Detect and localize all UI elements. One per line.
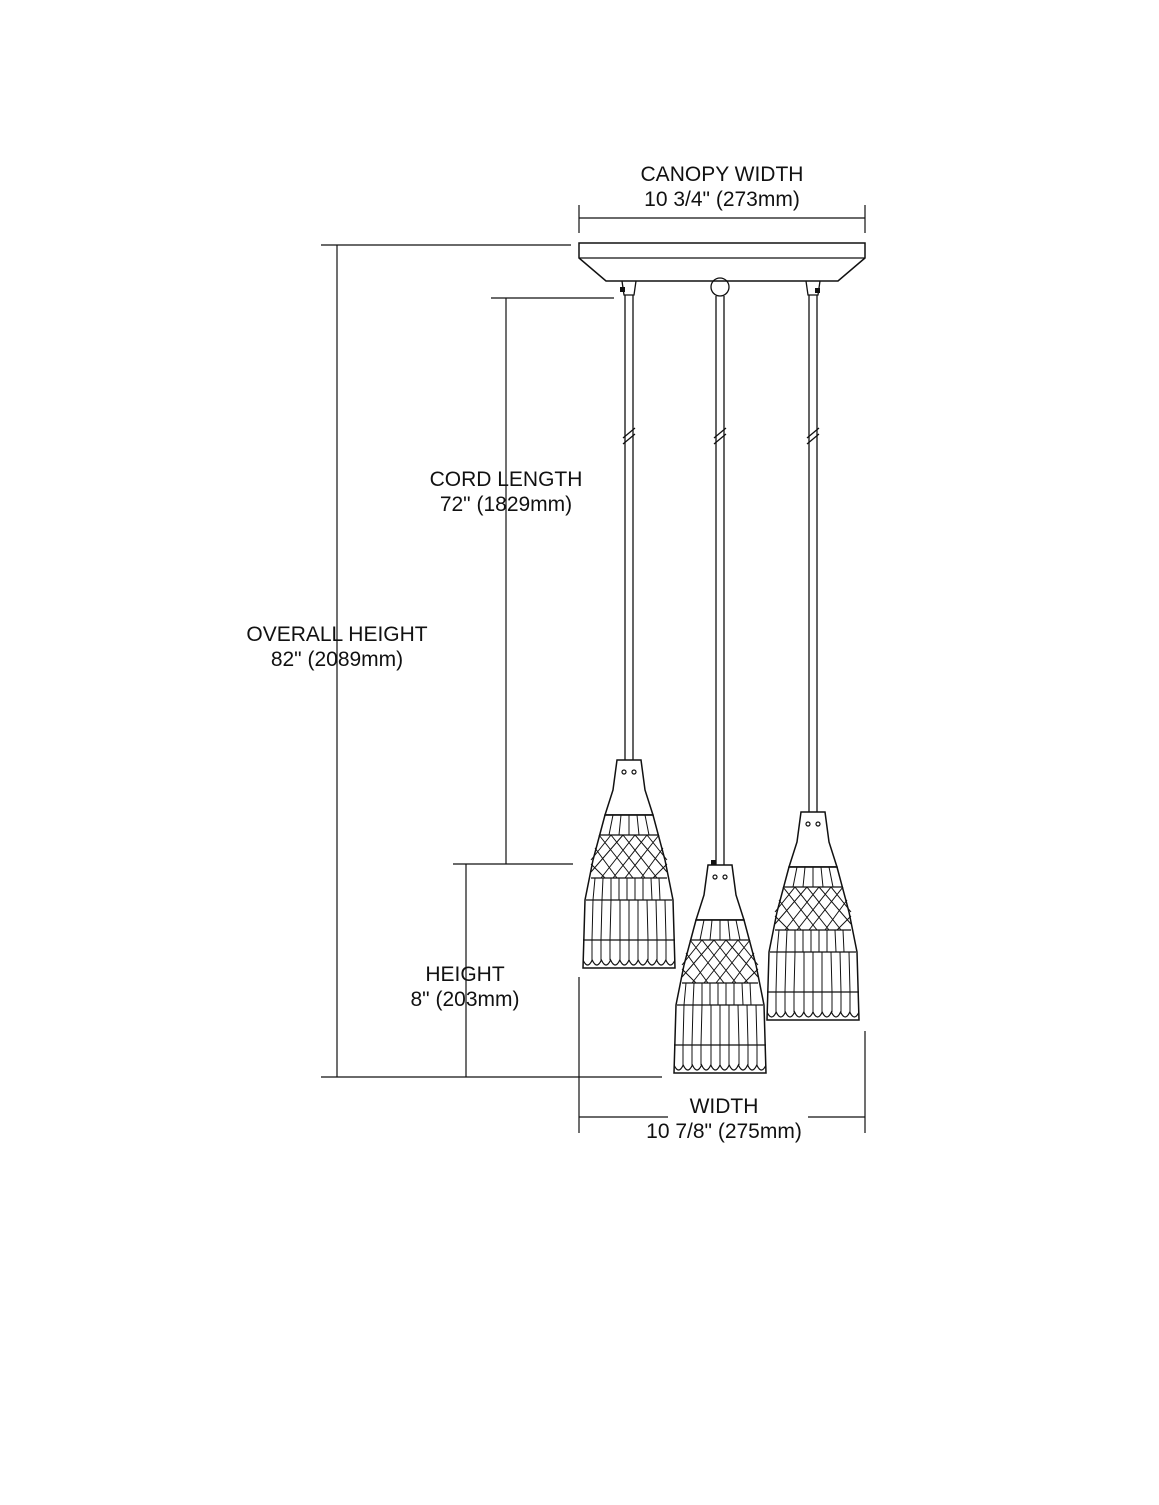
cord-length-value: 72" (1829mm) bbox=[439, 493, 573, 516]
pendant-shade-right bbox=[766, 811, 860, 1021]
height-value: 8" (203mm) bbox=[410, 988, 520, 1011]
canopy-width-value: 10 3/4" (273mm) bbox=[644, 188, 800, 211]
cord-length-label: CORD LENGTH 72" (1829mm) bbox=[404, 467, 608, 517]
canopy-width-title: CANOPY WIDTH bbox=[640, 163, 804, 186]
cord-clips bbox=[620, 287, 820, 865]
overall-height-label: OVERALL HEIGHT 82" (2089mm) bbox=[222, 622, 452, 672]
overall-height-title: OVERALL HEIGHT bbox=[246, 623, 428, 646]
overall-height-value: 82" (2089mm) bbox=[270, 648, 404, 671]
pendant-shade-left bbox=[582, 759, 676, 969]
dimension-lines bbox=[321, 205, 866, 1133]
pendant-shade-middle bbox=[673, 864, 767, 1074]
canopy-width-label: CANOPY WIDTH 10 3/4" (273mm) bbox=[600, 162, 844, 212]
height-label: HEIGHT 8" (203mm) bbox=[390, 962, 540, 1012]
width-value: 10 7/8" (275mm) bbox=[646, 1120, 802, 1143]
width-label: WIDTH 10 7/8" (275mm) bbox=[610, 1094, 838, 1144]
height-title: HEIGHT bbox=[425, 963, 505, 986]
cords bbox=[621, 277, 821, 865]
cord-length-title: CORD LENGTH bbox=[429, 468, 583, 491]
canopy bbox=[578, 242, 866, 282]
width-title: WIDTH bbox=[689, 1095, 759, 1118]
